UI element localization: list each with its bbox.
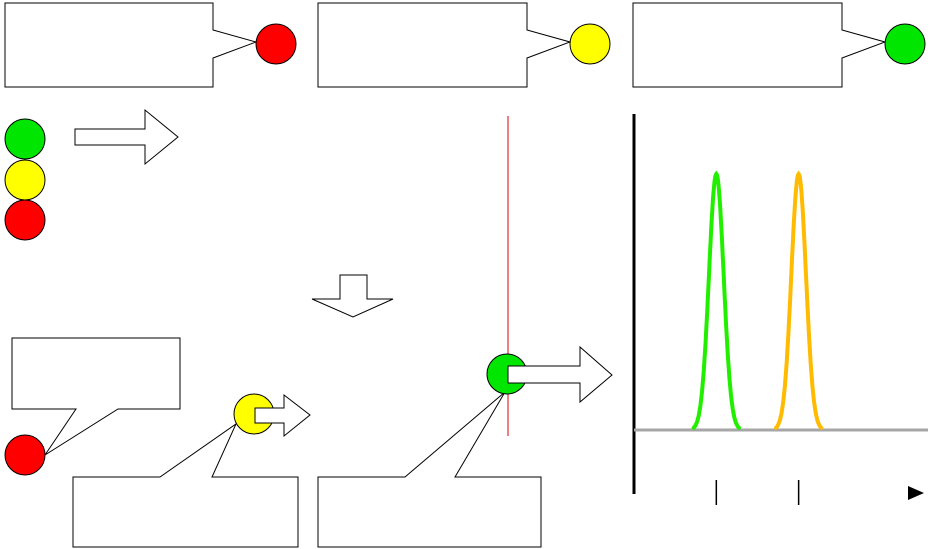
ticks-group — [715, 480, 800, 505]
top-callout-red — [4, 2, 258, 88]
stack-green-ball — [4, 118, 46, 160]
peak-series-2 — [774, 170, 824, 430]
bottom-mid-callout — [72, 422, 299, 548]
x-axis-arrow-icon — [908, 486, 924, 500]
top-callout-green — [632, 2, 887, 88]
signal-chart — [632, 114, 928, 505]
arrow-right-icon — [74, 108, 179, 166]
big-arrow-right-icon — [507, 345, 613, 404]
arrow-down-icon — [311, 274, 394, 318]
top-green-ball — [884, 23, 926, 65]
top-red-ball — [255, 23, 297, 65]
top-yellow-ball — [569, 23, 611, 65]
bottom-red-ball — [4, 434, 46, 476]
series-group — [691, 170, 824, 430]
stack-red-ball — [4, 199, 46, 241]
peak-series-1 — [691, 170, 741, 430]
top-callout-yellow — [317, 2, 572, 88]
bottom-left-callout — [11, 337, 181, 456]
stack-yellow-ball — [4, 159, 46, 201]
bottom-right-callout — [317, 391, 542, 548]
small-arrow-right-icon — [254, 393, 311, 438]
